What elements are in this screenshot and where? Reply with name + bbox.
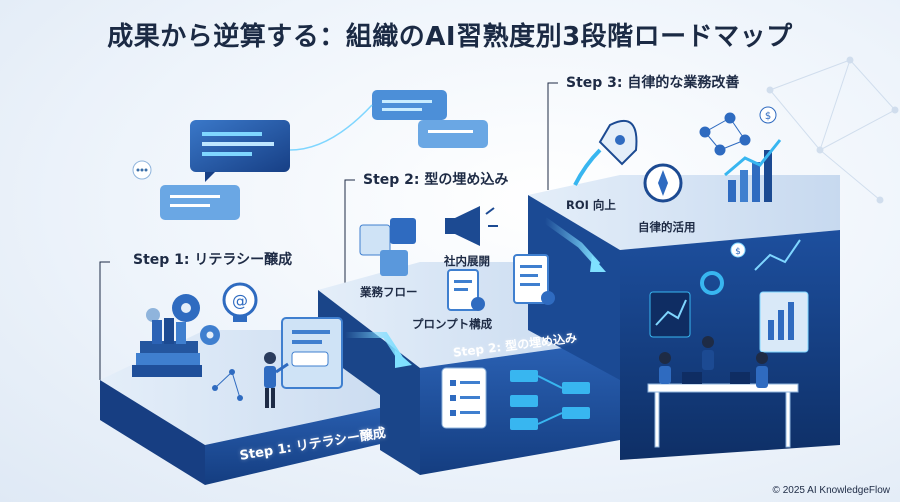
- rocket-icon: [573, 119, 638, 186]
- dashboard-panel-icon: [649, 239, 809, 353]
- presentation-board-icon: [281, 317, 343, 389]
- roi-label: ROI 向上: [566, 198, 616, 212]
- compass-icon: [643, 163, 683, 203]
- book-icon: [132, 318, 202, 377]
- dollar-icon: $ $: [730, 106, 777, 258]
- progress-arrow-icon: [345, 217, 606, 368]
- autonomous-use-label: 自律的活用: [638, 220, 696, 234]
- network-icon: [699, 112, 751, 156]
- checklist-icon: [441, 367, 487, 429]
- flow-icon: [510, 370, 590, 430]
- workflow-label: 業務フロー: [360, 285, 418, 299]
- page-title: 成果から逆算する：組織のAI習熟度別3段階ロードマップ: [107, 22, 793, 52]
- svg-text:@: @: [232, 291, 248, 310]
- internal-rollout-label: 社内展開: [444, 254, 490, 268]
- step-connector-lines: [99, 82, 558, 380]
- prompt-structure-label: プロンプト構成: [412, 317, 493, 331]
- copyright: © 2025 AI KnowledgeFlow: [772, 485, 890, 496]
- step-2-label: Step 2: 型の埋め込み: [363, 172, 509, 188]
- person-presenting-icon: [264, 352, 289, 408]
- team-desk-icon: [647, 336, 799, 448]
- svg-text:$: $: [765, 111, 771, 122]
- megaphone-icon: [445, 206, 498, 246]
- lightbulb-icon: @: [222, 282, 258, 322]
- node-icon: [212, 369, 243, 401]
- step-1-label: Step 1: リテラシー醸成: [133, 252, 293, 268]
- chart-icon: [724, 139, 782, 202]
- chat-bubble-icon: [132, 90, 488, 220]
- document-icon: [447, 254, 555, 311]
- gear-icon: [146, 294, 220, 345]
- step-3-label: Step 3: 自律的な業務改善: [566, 75, 740, 91]
- puzzle-icon: [359, 218, 416, 276]
- network-background-icon: [766, 56, 899, 204]
- svg-text:$: $: [735, 247, 741, 257]
- stair-step-3: [528, 175, 840, 460]
